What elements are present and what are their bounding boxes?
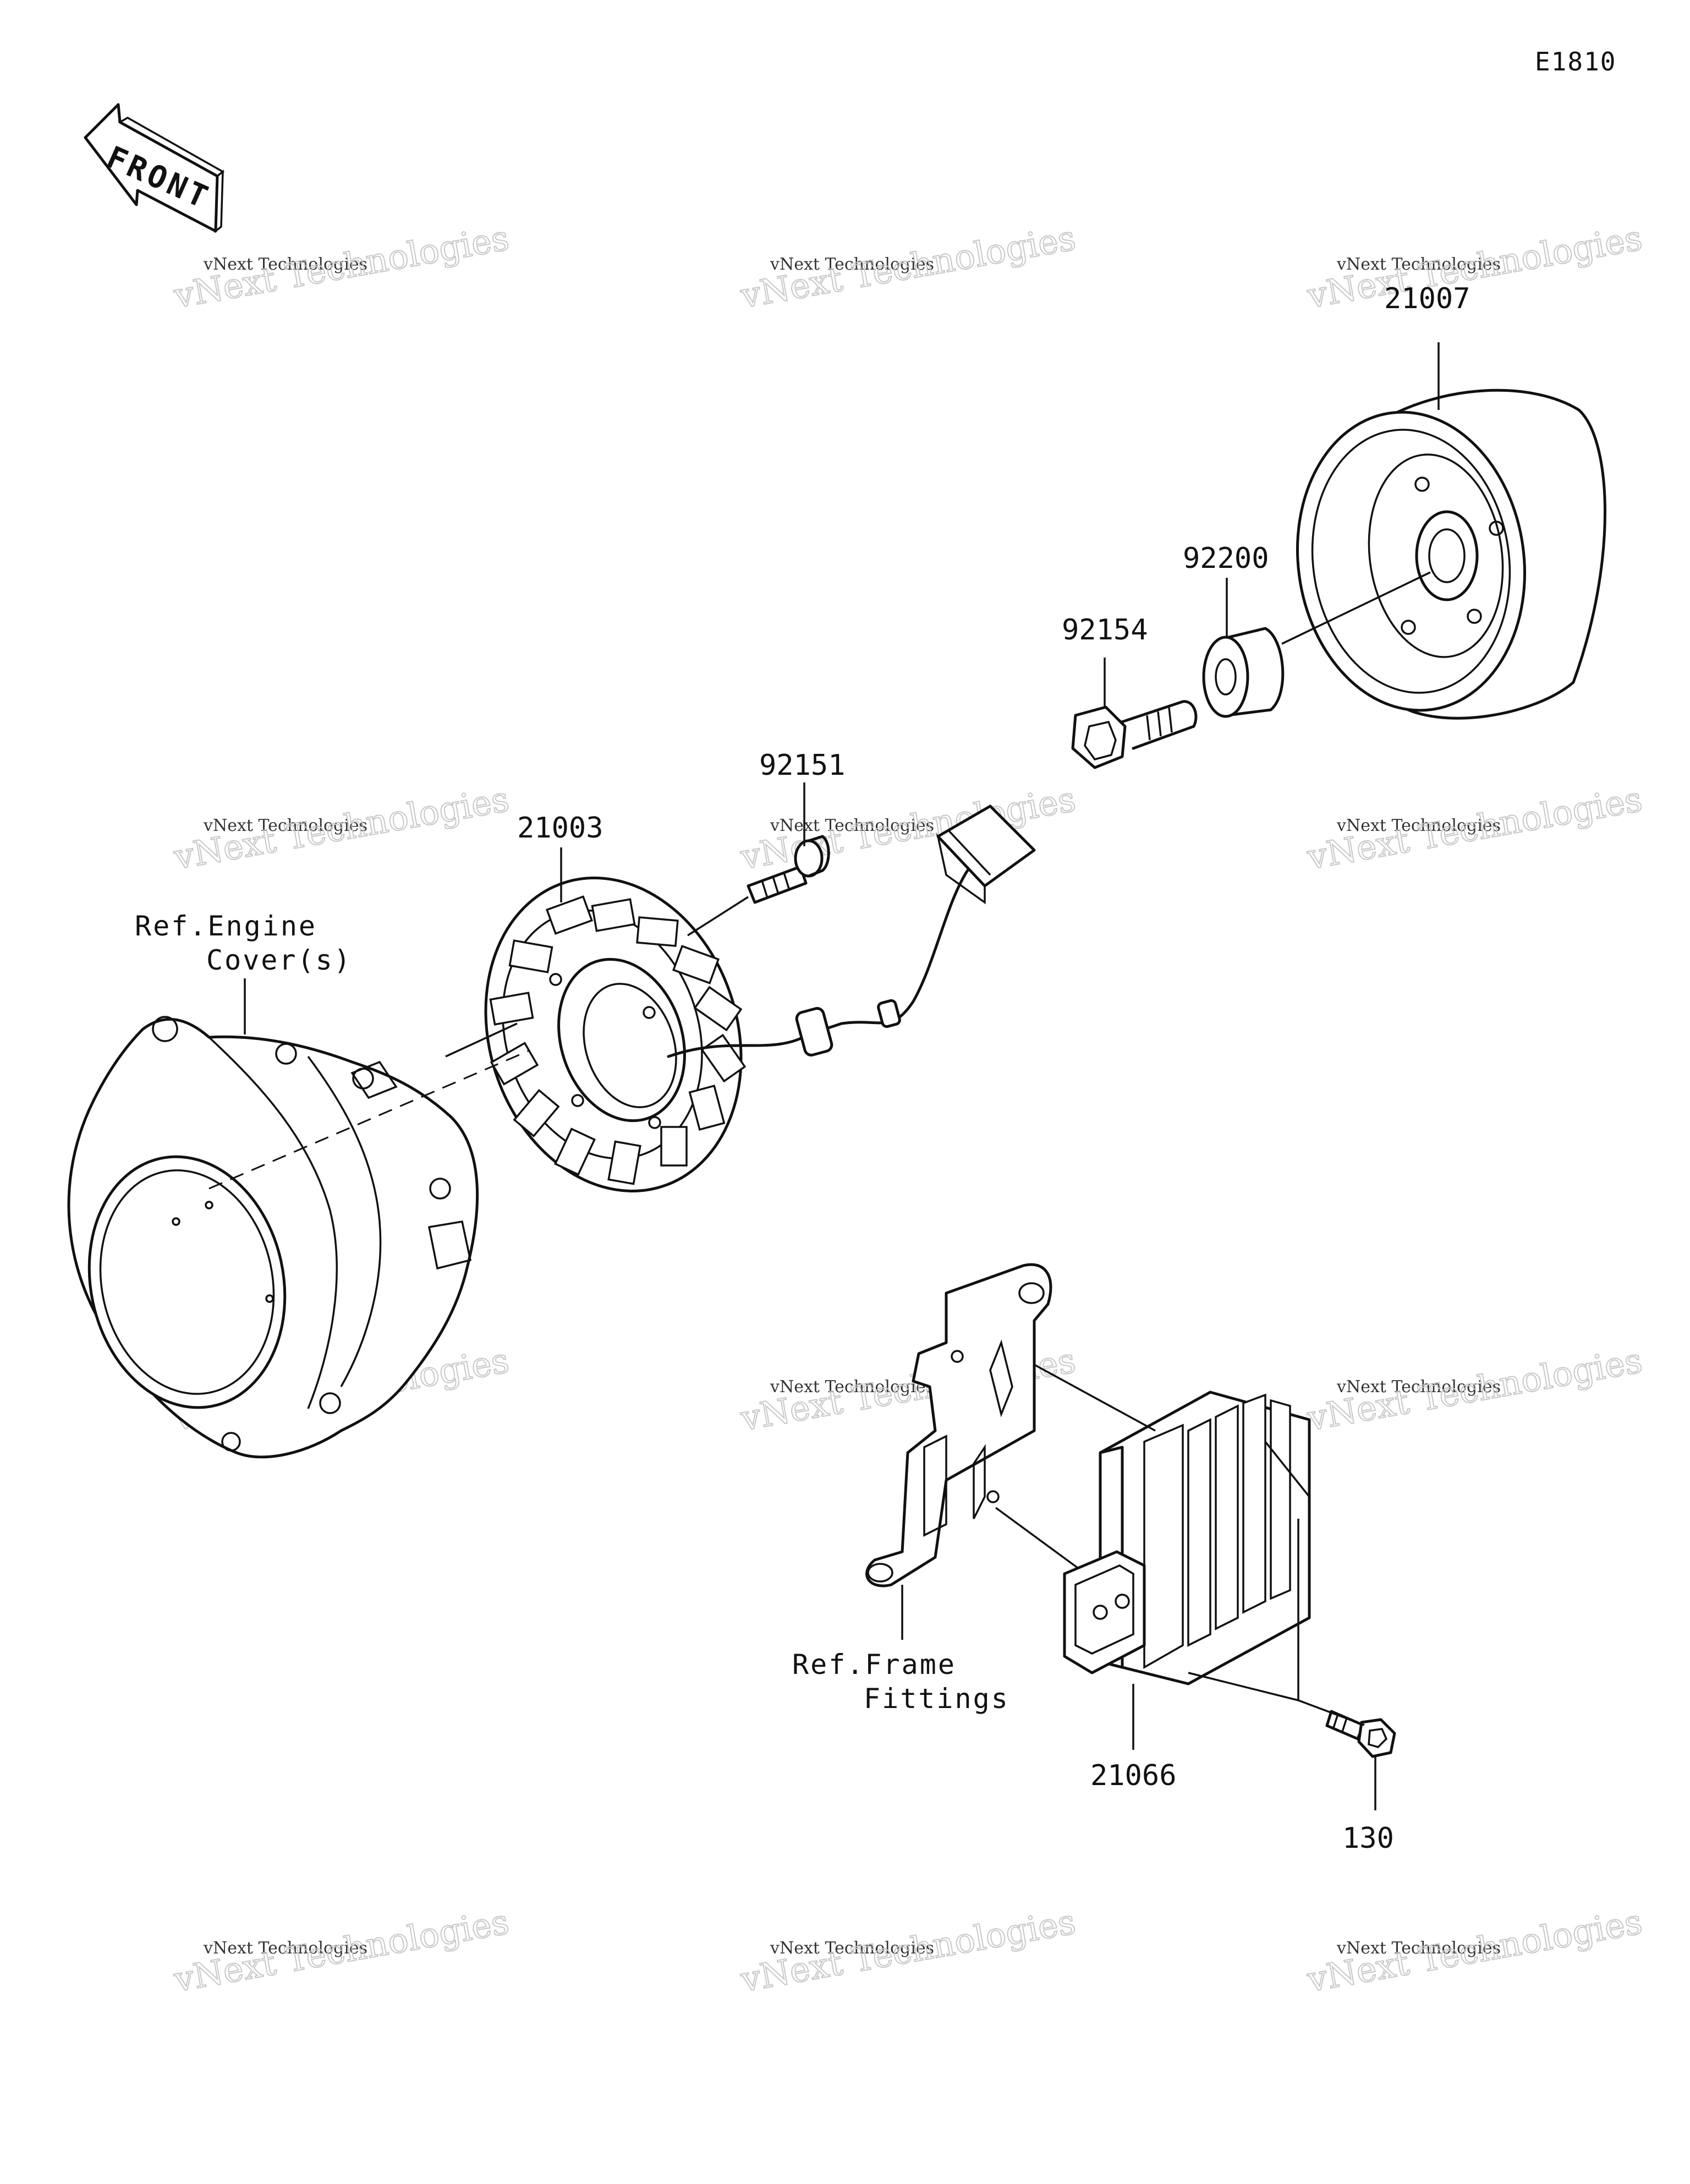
watermark: vNext Technologies vNext Technologies (737, 217, 1079, 316)
svg-text:vNext Technologies: vNext Technologies (203, 1939, 367, 1958)
flywheel-rotor[interactable] (1279, 388, 1606, 725)
watermark: vNext Technologies vNext Technologies (170, 1901, 512, 2000)
svg-text:vNext Technologies: vNext Technologies (203, 816, 367, 835)
collar[interactable] (1202, 627, 1285, 718)
svg-text:vNext Technologies: vNext Technologies (770, 1377, 934, 1397)
front-arrow-icon: FRONT (84, 103, 225, 233)
part-label-stator-bolt[interactable]: 92151 (759, 749, 846, 782)
regulator-rectifier[interactable] (995, 1364, 1311, 1701)
stator[interactable] (446, 804, 1036, 1224)
part-label-stator[interactable]: 21003 (517, 812, 603, 845)
watermark: vNext Technologies vNext Technologies (737, 1901, 1079, 2000)
flywheel-bolt[interactable] (1071, 700, 1198, 769)
watermark: vNext Technologies vNext Technologies (1303, 217, 1645, 316)
watermark: vNext Technologies vNext Technologies (737, 778, 1079, 878)
svg-text:vNext Technologies: vNext Technologies (770, 1939, 934, 1958)
ref-engine-cover-line1: Ref.Engine (135, 910, 317, 942)
ref-engine-cover-line2: Cover(s) (206, 944, 352, 976)
engine-cover (67, 1016, 479, 1459)
watermark: vNext Technologies vNext Technologies (1303, 778, 1645, 878)
part-label-flywheel[interactable]: 21007 (1384, 282, 1470, 315)
svg-text:vNext Technologies: vNext Technologies (1336, 1939, 1501, 1958)
leader-line (687, 896, 749, 937)
svg-text:vNext Technologies: vNext Technologies (203, 255, 367, 274)
watermark: vNext Technologies vNext Technologies (1303, 1339, 1645, 1439)
watermark: vNext Technologies vNext Technologies (1303, 1901, 1645, 2000)
ref-frame-fittings-line1: Ref.Frame (792, 1649, 956, 1681)
frame-bracket (865, 1263, 1052, 1588)
svg-text:vNext Technologies: vNext Technologies (770, 255, 934, 274)
leader-line (445, 1022, 518, 1058)
part-label-flywheel-bolt[interactable]: 92154 (1062, 614, 1148, 647)
svg-text:vNext Technologies: vNext Technologies (1336, 816, 1501, 835)
ref-frame-fittings-line2: Fittings (864, 1683, 1009, 1715)
assembly-axis-line (208, 1050, 529, 1190)
diagram-code: E1810 (1535, 47, 1616, 76)
part-label-regulator-bolt[interactable]: 130 (1342, 1822, 1394, 1855)
leader-line (1298, 1699, 1365, 1726)
svg-text:vNext Technologies: vNext Technologies (1336, 255, 1501, 274)
svg-text:vNext Technologies: vNext Technologies (1336, 1377, 1501, 1397)
part-label-regulator[interactable]: 21066 (1090, 1759, 1177, 1792)
regulator-bolt[interactable] (1325, 1710, 1396, 1758)
watermark: vNext Technologies vNext Technologies (170, 217, 512, 316)
part-label-collar[interactable]: 92200 (1183, 542, 1269, 575)
watermark: vNext Technologies vNext Technologies (170, 778, 512, 878)
svg-text:vNext Technologies: vNext Technologies (770, 816, 934, 835)
stator-bolt[interactable] (747, 835, 830, 904)
